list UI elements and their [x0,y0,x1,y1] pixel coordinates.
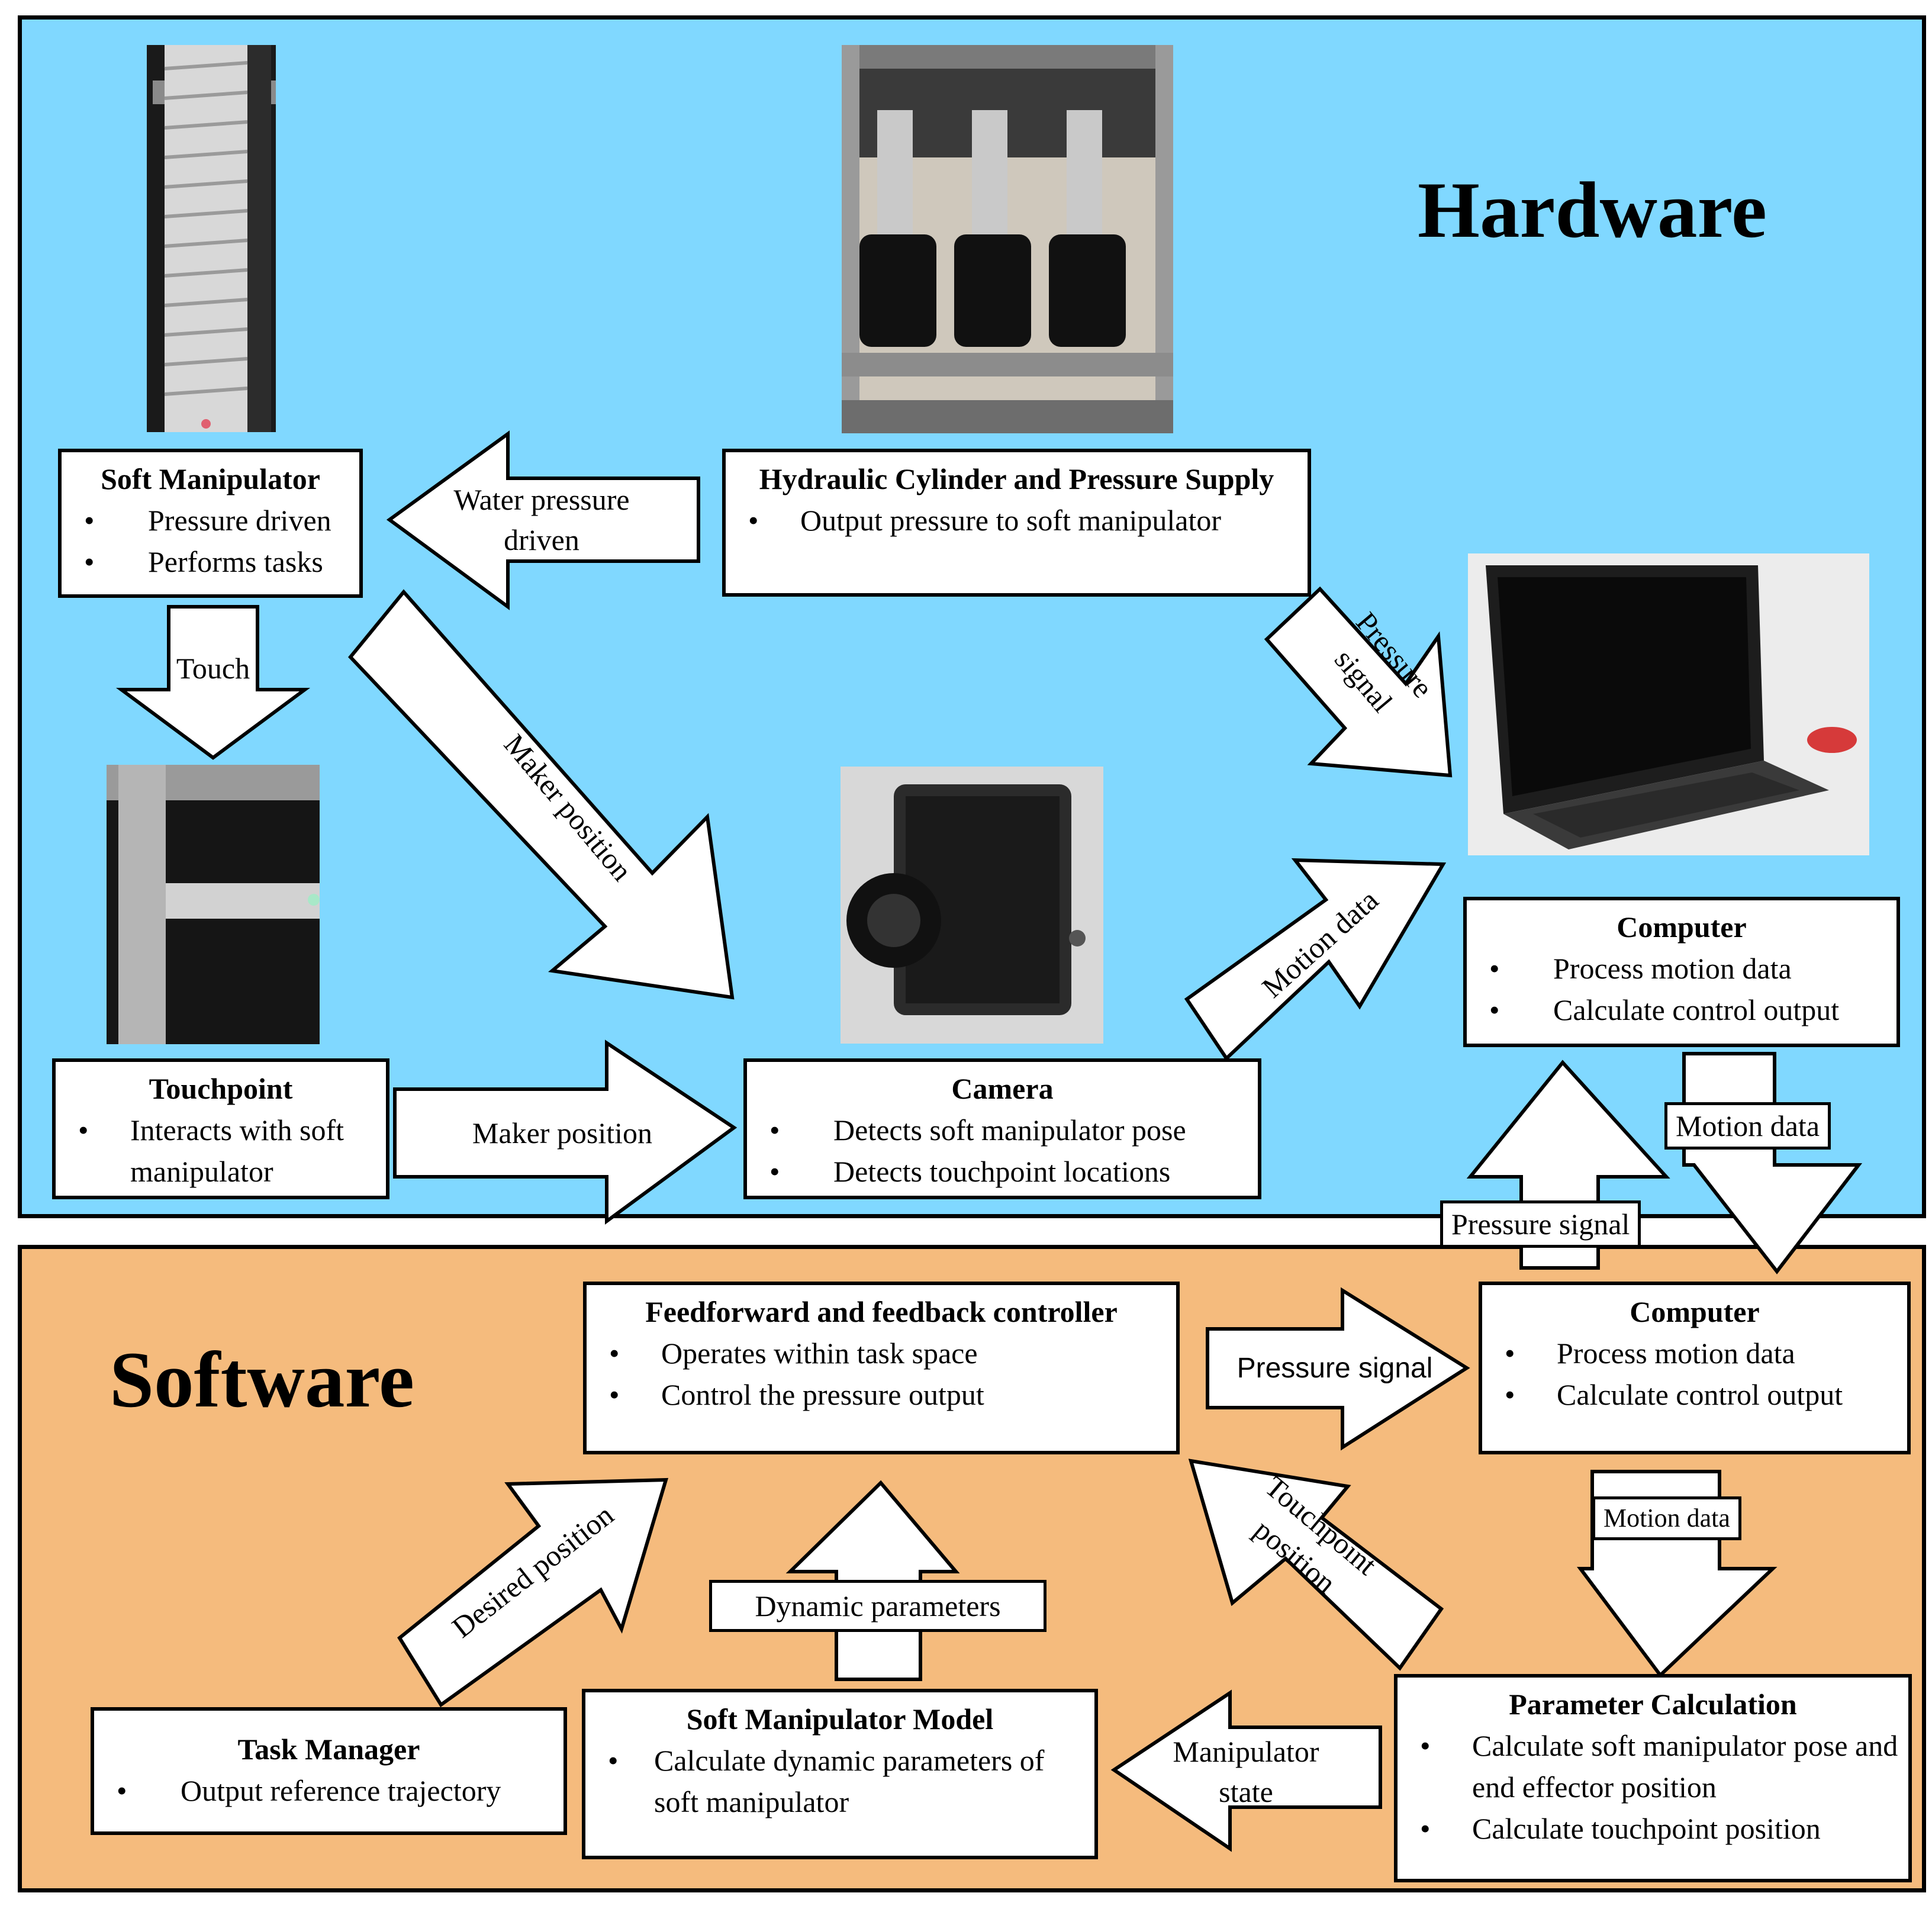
bullet: Detects soft manipulator pose [756,1109,1248,1151]
water-pressure-label: Water pressure driven [453,483,630,556]
hydraulic-cylinder-photo [842,45,1173,433]
bullet: Performs tasks [71,541,350,582]
bullet: Process motion data [1476,948,1887,989]
box-title: Feedforward and feedback controller [645,1295,1118,1328]
hardware-title: Hardware [1418,166,1767,255]
box-title: Touchpoint [149,1072,293,1105]
pressure-signal-up-label: Pressure signal [1440,1200,1641,1248]
hardware-computer-box: Computer Process motion data Calculate c… [1463,897,1900,1047]
bullet: Calculate soft manipulator pose and end … [1407,1725,1899,1808]
model-box: Soft Manipulator Model Calculate dynamic… [582,1689,1098,1859]
motion-data-sw-label: Motion data [1592,1496,1741,1540]
laptop-photo [1468,553,1869,855]
bullet: Calculate control output [1476,989,1887,1031]
box-title: Computer [1630,1295,1760,1328]
dynamic-parameters-label: Dynamic parameters [709,1580,1046,1632]
box-title: Soft Manipulator Model [686,1702,994,1736]
software-computer-box: Computer Process motion data Calculate c… [1479,1282,1911,1454]
bullet: Operates within task space [596,1332,1167,1374]
task-manager-box: Task Manager Output reference trajectory [91,1707,567,1835]
box-title: Soft Manipulator [101,462,320,495]
bullet: Control the pressure output [596,1374,1167,1415]
motion-data-down-label: Motion data [1664,1102,1831,1150]
hydraulic-box: Hydraulic Cylinder and Pressure Supply O… [722,449,1311,597]
box-title: Hydraulic Cylinder and Pressure Supply [759,462,1274,495]
bullet: Process motion data [1492,1332,1898,1374]
parameter-calculation-box: Parameter Calculation Calculate soft man… [1394,1674,1912,1882]
bullet: Calculate dynamic parameters of soft man… [595,1740,1085,1823]
bullet: Detects touchpoint locations [756,1151,1248,1192]
bullet: Output pressure to soft manipulator [735,500,1298,541]
controller-box: Feedforward and feedback controller Oper… [583,1282,1180,1454]
touchpoint-box: Touchpoint Interacts with soft manipulat… [52,1058,389,1199]
bullet: Pressure driven [71,500,350,541]
soft-manipulator-box: Soft Manipulator Pressure driven Perform… [58,449,363,598]
box-title: Parameter Calculation [1509,1688,1797,1721]
soft-manipulator-photo [147,45,276,432]
manipulator-state-label: Manipulator state [1173,1735,1319,1808]
bullet: Output reference trajectory [104,1770,554,1811]
box-title: Camera [951,1072,1054,1105]
camera-photo [841,767,1103,1044]
touch-label: Touch [176,652,250,685]
bullet: Interacts with soft manipulator [65,1109,376,1192]
bullet: Calculate touchpoint position [1407,1808,1899,1849]
pressure-signal-label: Pressure signal [1237,1353,1433,1384]
maker-position-label: Maker position [472,1116,653,1150]
touchpoint-photo [107,765,320,1044]
bullet: Calculate control output [1492,1374,1898,1415]
box-title: Task Manager [237,1733,420,1766]
software-title: Software [110,1336,414,1424]
camera-box: Camera Detects soft manipulator pose Det… [743,1058,1261,1199]
box-title: Computer [1617,910,1747,944]
